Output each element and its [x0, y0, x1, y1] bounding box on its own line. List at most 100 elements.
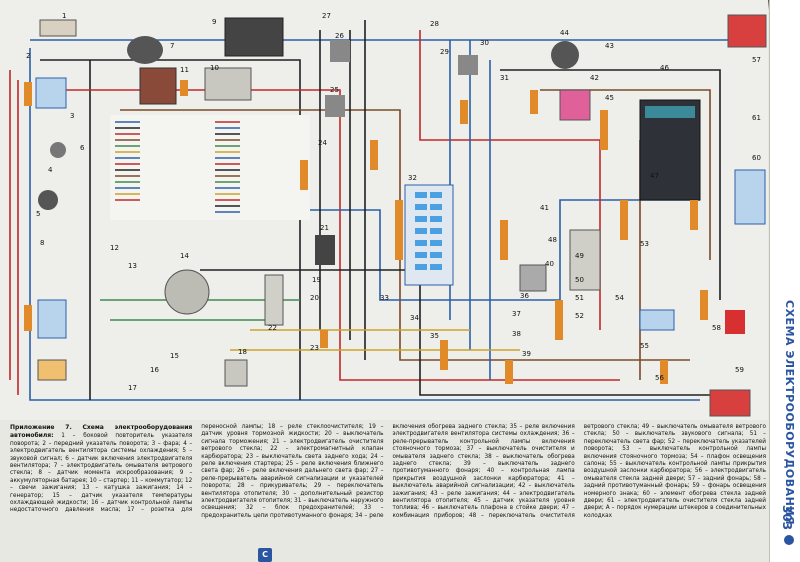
cluster-indicators: [645, 106, 695, 118]
section-title-text: СХЕМА ЭЛЕКТРООБОРУДОВАНИЯ: [783, 300, 796, 526]
starter: [204, 67, 252, 101]
component-number-37: 37: [512, 310, 521, 318]
headlight-left-lower: [37, 299, 67, 339]
wire-red-left: [9, 70, 19, 395]
fuses: [415, 192, 442, 270]
rear-glass-heater: [734, 169, 766, 225]
ignition-coil: [264, 274, 284, 326]
heater-switch: [458, 55, 478, 75]
horn: [38, 190, 58, 210]
relay-25: [325, 95, 345, 117]
component-number-44: 44: [560, 29, 569, 37]
component-number-54: 54: [615, 294, 624, 302]
component-number-46: 46: [660, 64, 669, 72]
component-number-29: 29: [440, 48, 449, 56]
component-number-7: 7: [170, 42, 174, 50]
ignition-relay: [559, 89, 591, 121]
component-number-32: 32: [408, 174, 417, 182]
component-number-3: 3: [70, 112, 74, 120]
wire-color-legend: [110, 115, 310, 220]
component-number-1: 1: [62, 12, 66, 20]
component-number-31: 31: [500, 74, 509, 82]
wire-dark-main: [40, 59, 301, 400]
component-number-25: 25: [330, 86, 339, 94]
component-number-20: 20: [310, 294, 319, 302]
wiring-diagram: 1234567891011121314151617181920212223242…: [9, 12, 767, 417]
component-number-40: 40: [545, 260, 554, 268]
steering-column-switch: [569, 229, 601, 291]
component-number-59: 59: [735, 366, 744, 374]
component-number-48: 48: [548, 236, 557, 244]
component-number-58: 58: [712, 324, 721, 332]
component-number-11: 11: [180, 66, 189, 74]
component-number-14: 14: [180, 252, 189, 260]
connectors: [24, 80, 708, 384]
component-number-18: 18: [238, 348, 247, 356]
component-number-27: 27: [322, 12, 331, 20]
component-number-51: 51: [575, 294, 584, 302]
component-number-6: 6: [80, 144, 85, 152]
relay-18: [224, 359, 248, 387]
component-number-56: 56: [655, 374, 664, 382]
section-title: СХЕМА ЭЛЕКТРООБОРУДОВАНИЯ: [783, 300, 796, 551]
wire-harness: [9, 20, 740, 401]
component-number-labels: 1234567891011121314151617181920212223242…: [26, 12, 761, 392]
component-number-42: 42: [590, 74, 599, 82]
component-number-4: 4: [48, 166, 53, 174]
component-number-57: 57: [752, 56, 761, 64]
wire-red-main: [60, 89, 620, 381]
component-number-53: 53: [640, 240, 649, 248]
component-number-16: 16: [150, 366, 159, 374]
alternator: [164, 269, 210, 315]
interior-lamp: [639, 309, 675, 331]
component-number-43: 43: [605, 42, 614, 50]
side-strip: СХЕМА ЭЛЕКТРООБОРУДОВАНИЯ 303: [769, 0, 800, 562]
battery: [224, 17, 284, 57]
heater-fan: [551, 41, 579, 69]
component-number-2: 2: [26, 52, 30, 60]
fog-light: [725, 310, 745, 334]
component-number-9: 9: [212, 18, 216, 26]
component-number-19: 19: [312, 276, 321, 284]
component-number-50: 50: [575, 276, 584, 284]
component-number-60: 60: [752, 154, 761, 162]
component-number-30: 30: [480, 39, 489, 47]
component-number-28: 28: [430, 20, 439, 28]
component-number-52: 52: [575, 312, 584, 320]
component-number-34: 34: [410, 314, 419, 322]
hazard-switch: [519, 264, 547, 292]
component-number-38: 38: [512, 330, 521, 338]
component-number-26: 26: [335, 32, 344, 40]
component-number-61: 61: [752, 114, 761, 122]
component-number-47: 47: [650, 172, 659, 180]
relay-26: [330, 40, 350, 62]
component-number-49: 49: [575, 252, 584, 260]
components: [35, 14, 767, 417]
component-number-23: 23: [310, 344, 319, 352]
washer-motor: [127, 36, 163, 64]
headlight-left: [35, 77, 67, 109]
bullet-icon: [784, 535, 794, 546]
component-number-21: 21: [320, 224, 329, 232]
component-number-45: 45: [605, 94, 614, 102]
wire-dark-lower: [200, 269, 720, 396]
wiper-motor: [315, 235, 335, 265]
component-number-41: 41: [540, 204, 549, 212]
component-number-8: 8: [40, 239, 44, 247]
component-number-22: 22: [268, 324, 277, 332]
component-number-13: 13: [128, 262, 137, 270]
caption-body: 1 – боковой повторитель указателя поворо…: [10, 424, 766, 519]
page-badge: С: [258, 548, 272, 562]
wire-yellow: [230, 329, 520, 351]
component-number-10: 10: [210, 64, 219, 72]
ignition-module: [139, 67, 177, 105]
component-number-33: 33: [380, 294, 389, 302]
caption: Приложение 7. Схема электрооборудования …: [10, 424, 766, 558]
component-number-15: 15: [170, 352, 179, 360]
rear-light-left: [709, 389, 751, 417]
component-number-36: 36: [520, 292, 529, 300]
rear-light-right: [727, 14, 767, 48]
component-number-12: 12: [110, 244, 119, 252]
wire-dark-right: [500, 69, 721, 300]
